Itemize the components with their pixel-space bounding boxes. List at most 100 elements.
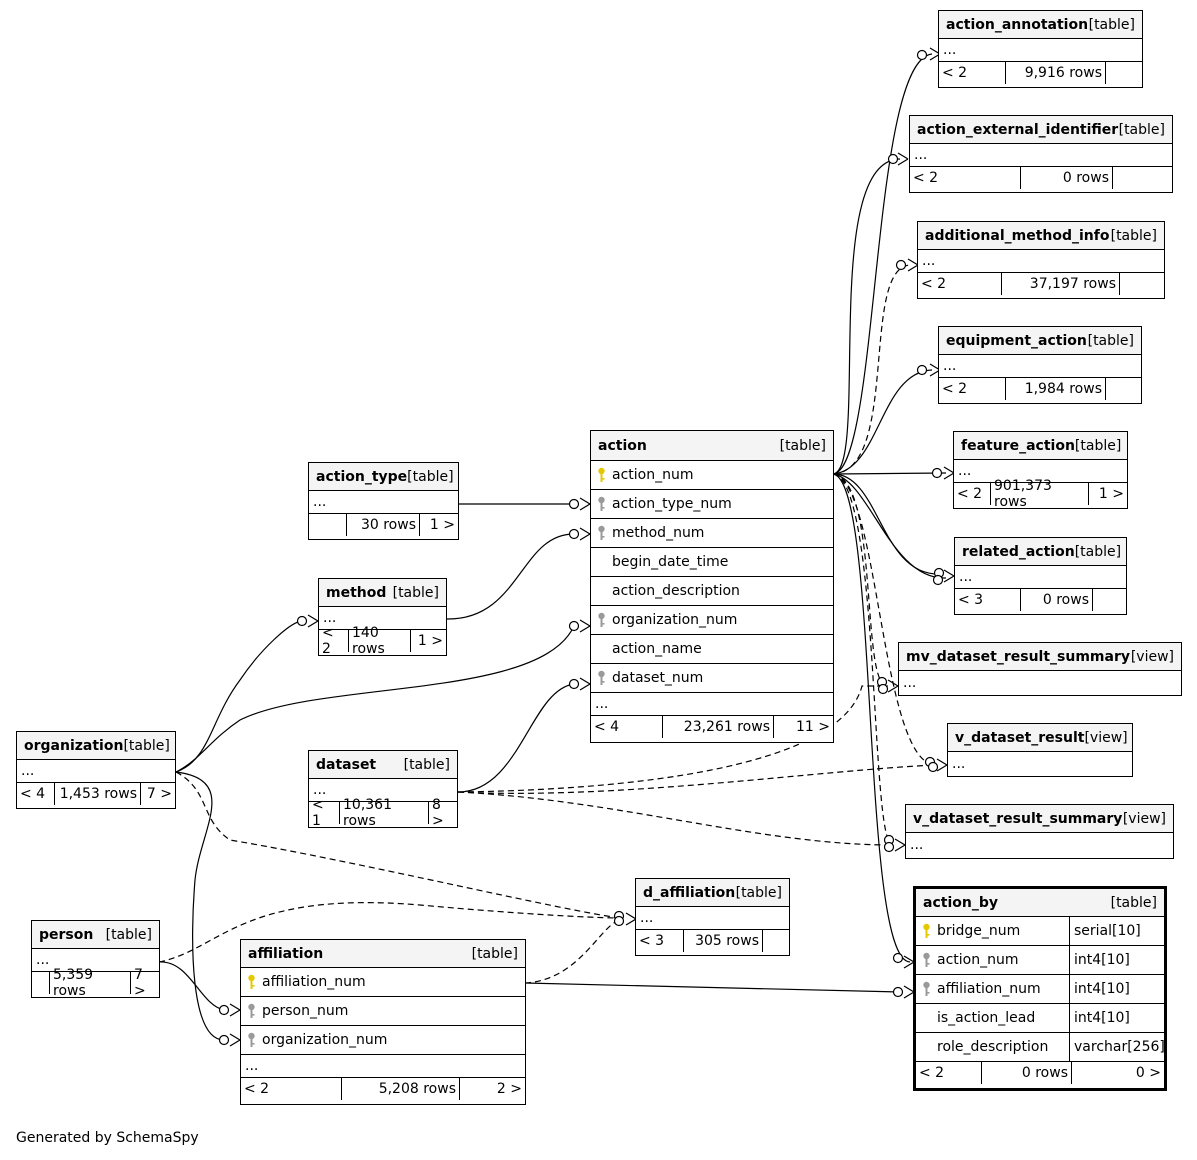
columns-ellipsis: ... (309, 779, 457, 802)
column-name: organization_num (262, 1032, 388, 1048)
column-name: method_num (612, 525, 705, 541)
table-name: action_annotation (946, 16, 1089, 33)
table-kind: [table] (1110, 227, 1157, 244)
edge-action-v_dataset_summary (832, 473, 893, 846)
parents-count: < 2 (954, 483, 991, 505)
table-kind: [table] (1074, 543, 1122, 560)
column-row: dataset_num (591, 664, 833, 693)
edge-person-affiliation (158, 961, 225, 1011)
parents-count: < 2 (916, 1062, 982, 1084)
parents-count: < 3 (955, 589, 1021, 611)
row-count: 10,361 rows (340, 797, 429, 829)
children-count: 1 > (429, 517, 455, 533)
row-count: 0 rows (1021, 167, 1113, 189)
column-type: int4[10] (1069, 946, 1164, 974)
columns-ellipsis: ... (955, 566, 1126, 589)
foreign-key-icon (591, 612, 612, 628)
row-count: 5,208 rows (342, 1078, 460, 1100)
row-count: 23,261 rows (663, 716, 774, 738)
table-name: dataset (316, 756, 377, 773)
columns-ellipsis: ... (591, 693, 833, 716)
edge-method-action (446, 533, 575, 620)
column-name: action_name (612, 641, 702, 657)
column-type: int4[10] (1069, 975, 1164, 1003)
children-count: 1 > (417, 633, 443, 649)
columns-ellipsis: ... (241, 1055, 525, 1078)
table-kind: [table] (1087, 332, 1134, 349)
parents-count: < 4 (591, 716, 663, 738)
edge-action-action_external_identifier (832, 158, 901, 475)
foreign-key-icon (916, 981, 937, 997)
table-name: feature_action (961, 437, 1075, 454)
column-name: dataset_num (612, 670, 704, 686)
table-kind: [table] (1088, 16, 1135, 33)
parents-count (309, 514, 347, 536)
foreign-key-icon (916, 952, 937, 968)
columns-ellipsis: ... (319, 607, 446, 630)
table-kind: [view] (1122, 810, 1166, 827)
foreign-key-icon (241, 1003, 262, 1019)
view-mv_dataset_result_summary[interactable]: mv_dataset_result_summary[view] ... (898, 642, 1182, 696)
row-count: 30 rows (347, 514, 420, 536)
view-v_dataset_result_summary[interactable]: v_dataset_result_summary[view] ... (905, 804, 1174, 859)
row-count: 305 rows (684, 930, 763, 952)
edge-action-v_dataset_result (832, 473, 937, 766)
children-count (763, 930, 789, 952)
columns-ellipsis: ... (918, 250, 1164, 273)
columns-ellipsis: ... (939, 355, 1141, 378)
table-kind: [table] (1110, 894, 1157, 911)
column-name: action_type_num (612, 496, 732, 512)
edge-person-d_affiliation (158, 902, 621, 963)
children-count (1106, 62, 1142, 84)
column-type: int4[10] (1069, 1004, 1164, 1032)
edge-organization-method (175, 620, 303, 773)
column-name: action_num (612, 467, 694, 483)
parents-count: < 3 (636, 930, 684, 952)
edge-action-action_annotation (832, 53, 933, 475)
edge-action-related_action-1 (832, 473, 941, 575)
edge-dataset-mv (457, 685, 888, 793)
parents-count: < 2 (918, 273, 1002, 295)
edge-affiliation-d_affiliation (524, 919, 621, 984)
row-count: 0 rows (1021, 589, 1093, 611)
row-count: 9,916 rows (1006, 62, 1106, 84)
column-row: person_num (241, 997, 525, 1026)
columns-ellipsis: ... (952, 755, 966, 772)
table-action_external_identifier[interactable]: action_external_identifier[table] ... < … (909, 115, 1173, 193)
edge-dataset-v_summary (457, 791, 893, 846)
table-name: action_by (923, 894, 998, 911)
primary-key-icon (591, 467, 612, 483)
table-kind: [table] (1074, 437, 1122, 454)
columns-ellipsis: ... (954, 460, 1127, 483)
children-count: 1 > (1098, 486, 1124, 502)
foreign-key-icon (241, 1032, 262, 1048)
column-row: affiliation_num (241, 968, 525, 997)
column-name: begin_date_time (612, 554, 729, 570)
children-count: 7 > (134, 967, 146, 999)
table-name: method (326, 584, 387, 601)
parents-count: < 1 (309, 797, 340, 829)
parents-count: < 2 (939, 62, 1006, 84)
column-row: action_name (591, 635, 833, 664)
view-v_dataset_result[interactable]: v_dataset_result[view] ... (947, 723, 1133, 777)
children-count: 11 > (796, 719, 830, 735)
children-count (1113, 167, 1172, 189)
primary-key-icon (241, 974, 262, 990)
